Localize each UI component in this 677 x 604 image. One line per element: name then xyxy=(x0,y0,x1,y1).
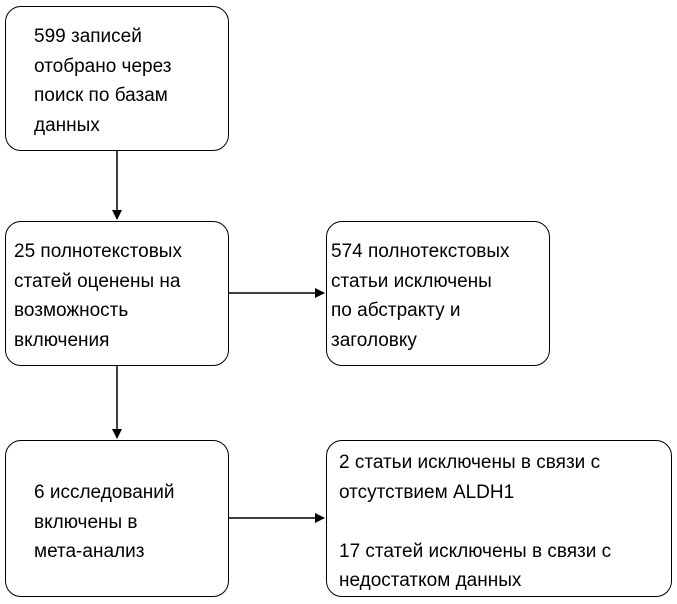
fulltext-assessed-box: 25 полнотекстовых статей оценены на возм… xyxy=(5,221,229,366)
records-identified-box: 599 записей отобрано через поиск по база… xyxy=(5,6,229,151)
excluded-reasons-box: 2 статьи исключены в связи с отсутствием… xyxy=(326,440,672,597)
excluded-by-abstract-box: 574 полнотекстовых статьи исключены по а… xyxy=(326,221,550,366)
studies-included-box: 6 исследований включены в мета-анализ xyxy=(5,440,229,597)
